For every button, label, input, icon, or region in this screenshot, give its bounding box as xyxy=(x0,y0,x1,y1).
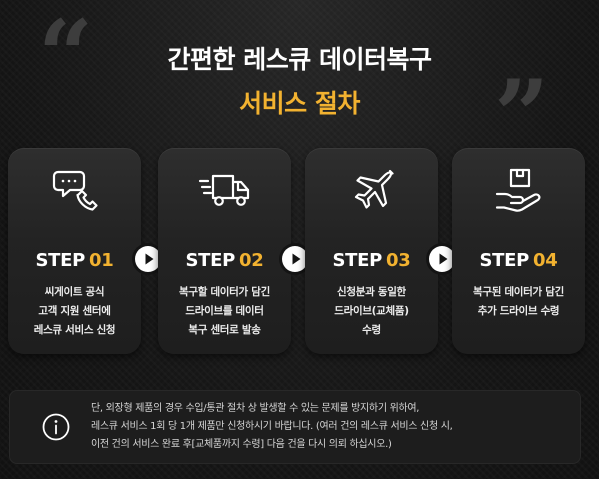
step-description-line: 복구 센터로 발송 xyxy=(188,324,261,336)
step-description-line: 복구할 데이터가 담긴 xyxy=(179,286,270,298)
page-title: 간편한 레스큐 데이터복구 xyxy=(167,45,432,74)
play-arrow-icon xyxy=(282,246,308,272)
close-quote-mark: ” xyxy=(494,59,550,172)
step-number: 01 xyxy=(89,250,114,271)
step-description: 복구할 데이터가 담긴 드라이브를 데이터 복구 센터로 발송 xyxy=(158,283,291,340)
step-description: 씨게이트 공식 고객 지원 센터에 레스큐 서비스 신청 xyxy=(8,283,141,340)
step-description-line: 드라이브(교체품) xyxy=(334,305,409,317)
notice-text: 단, 외장형 제품의 경우 수입/통관 절차 상 발생할 수 있는 문제를 방지… xyxy=(91,400,575,454)
notice-line: 레스큐 서비스 1회 당 1개 제품만 신청하시기 바랍니다. (여러 건의 레… xyxy=(91,421,453,432)
step-description-line: 추가 드라이브 수령 xyxy=(477,305,560,317)
hand-package-icon xyxy=(492,162,546,216)
notice-box: 단, 외장형 제품의 경우 수입/통관 절차 상 발생할 수 있는 문제를 방지… xyxy=(9,390,581,464)
step-word: STEP xyxy=(185,250,236,271)
step-description-line: 복구된 데이터가 담긴 xyxy=(473,286,564,298)
step-word: STEP xyxy=(332,250,383,271)
page-subtitle: 서비스 절차 xyxy=(239,89,360,118)
info-icon xyxy=(42,413,70,441)
open-quote-mark: “ xyxy=(38,0,94,112)
delivery-truck-icon xyxy=(198,162,252,216)
step-description-line: 씨게이트 공식 xyxy=(44,286,105,298)
airplane-icon xyxy=(345,162,399,216)
step-description-line: 레스큐 서비스 신청 xyxy=(33,324,116,336)
step-word: STEP xyxy=(35,250,86,271)
step-word: STEP xyxy=(479,250,530,271)
step-description: 신청분과 동일한 드라이브(교체품) 수령 xyxy=(305,283,438,340)
step-description-line: 드라이브를 데이터 xyxy=(185,305,264,317)
step-description-line: 고객 지원 센터에 xyxy=(38,305,111,317)
step-number: 02 xyxy=(239,250,264,271)
step-description-line: 신청분과 동일한 xyxy=(337,286,406,298)
notice-line: 이전 건의 서비스 완료 후[교체품까지 수령] 다음 건을 다시 의뢰 하십시… xyxy=(91,439,392,450)
play-arrow-icon xyxy=(135,246,161,272)
step-number: 03 xyxy=(386,250,411,271)
step-description-line: 수령 xyxy=(362,324,381,336)
step-number: 04 xyxy=(533,250,558,271)
phone-chat-icon xyxy=(48,162,102,216)
notice-line: 단, 외장형 제품의 경우 수입/통관 절차 상 발생할 수 있는 문제를 방지… xyxy=(91,403,420,414)
step-description: 복구된 데이터가 담긴 추가 드라이브 수령 xyxy=(452,283,585,321)
play-arrow-icon xyxy=(429,246,455,272)
